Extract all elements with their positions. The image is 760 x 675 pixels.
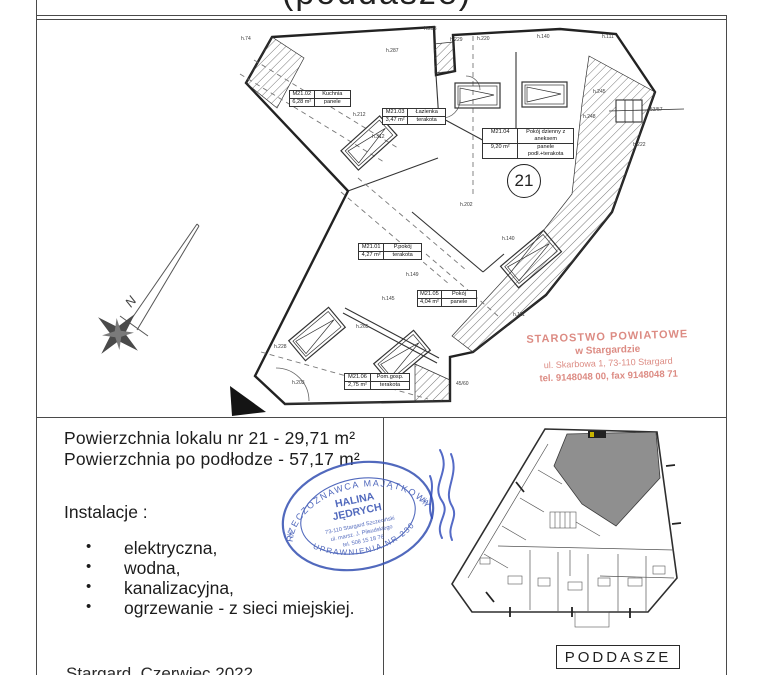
floor-plan-unit-21: N M21.01 P.pokój 4,27 m² terakota M21.02 Ku… (36, 16, 726, 417)
table-border-top-1 (36, 15, 726, 16)
dimension-label: h.248 (583, 114, 596, 120)
page-title: (poddasze) (282, 0, 472, 13)
area-total-line: Powierzchnia lokalu nr 21 - 29,71 m² (64, 428, 356, 448)
table-border-top-2 (36, 19, 726, 20)
dimension-label: h.202 (460, 202, 473, 208)
room-code: M21.04 (483, 129, 519, 143)
room-floor: panele (323, 99, 341, 105)
overview-caption: PODDASZE (564, 648, 672, 666)
room-floor: panele podł.+terakota (527, 144, 564, 157)
floor-plan-drawing: N (98, 25, 685, 416)
room-code: M21.02 (290, 91, 315, 98)
unit-21-highlight (553, 431, 661, 527)
room-label-m21-03: M21.03 Łazienka 3,47 m² terakota (382, 108, 446, 125)
unit-21-tag (588, 431, 606, 438)
wall-section-symbol (608, 99, 685, 123)
dimension-label: h.212 (353, 112, 366, 118)
room-name: Pokój dzienny z aneksem (526, 129, 566, 142)
installation-item: elektryczna, (86, 538, 217, 559)
room-code: M21.06 (345, 374, 372, 381)
overview-furniture (479, 557, 666, 628)
interior-walls (284, 52, 517, 405)
area-floor-line: Powierzchnia po podłodze - 57,17 m² (64, 449, 360, 469)
room-area: 3,47 m² (383, 117, 409, 124)
room-area: 4,27 m² (359, 252, 385, 259)
room-name: Pom.gosp. (376, 374, 404, 380)
installation-item: ogrzewanie - z sieci miejskiej. (86, 598, 355, 619)
hatch-right-band (451, 55, 656, 353)
hatch-chimney-notch (433, 41, 455, 74)
room-code: M21.01 (359, 244, 385, 251)
room-name: Łazienka (415, 109, 438, 115)
room-area: 4,04 m² (418, 299, 442, 306)
stamp-ornament-right: ✳ (420, 496, 430, 509)
entrance-arrow (230, 386, 266, 416)
dimension-label: h.140 (537, 34, 550, 40)
dimension-label: h.220 (477, 36, 490, 42)
overview-interior-walls (467, 443, 675, 612)
dimension-label: h.312 (372, 134, 385, 140)
compass-icon: N (98, 223, 200, 354)
room-name: P.pokój (393, 244, 412, 250)
overview-stairs (549, 511, 577, 529)
window-living-1 (454, 82, 501, 109)
hatch-kitchen-corner (245, 36, 305, 109)
table-divider-horizontal (36, 417, 726, 418)
room-code: M21.03 (383, 109, 409, 116)
installations-header: Instalacje : (64, 502, 148, 522)
room-label-m21-06: M21.06 Pom.gosp. 2,75 m² terakota (344, 373, 410, 390)
room-area: 2,75 m² (345, 382, 372, 389)
room-floor: terakota (392, 252, 413, 258)
dimension-label: h.233 (424, 26, 437, 32)
room-name: Kuchnia (322, 91, 343, 97)
unit-21-tag-dot (590, 432, 594, 437)
overview-ticks (485, 464, 682, 618)
room-floor: panele (450, 299, 468, 305)
room-label-m21-02: M21.02 Kuchnia 6,28 m² panele (289, 90, 351, 107)
room-name: Pokój (451, 291, 466, 297)
room-floor: terakota (379, 382, 401, 388)
dimension-label: h.265 (356, 324, 369, 330)
overview-caption-box: PODDASZE (556, 645, 680, 669)
dimension-label: 53/57 (650, 107, 663, 113)
stamp-ornament-left: ✳ (285, 529, 295, 542)
date-footer: Stargard, Czerwiec 2022 (66, 664, 254, 675)
table-border-right (726, 15, 727, 675)
dimension-label: h.140 (502, 236, 515, 242)
dimension-label: h.111 (602, 34, 614, 40)
dimension-label: h.229 (450, 37, 463, 43)
dimension-label: h.111 (513, 312, 525, 318)
overview-floor-plan (451, 428, 682, 628)
room-label-m21-05: M21.05 Pokój 4,04 m² panele (417, 290, 477, 307)
room-label-m21-04: M21.04 Pokój dzienny z aneksem 9,20 m² pan… (482, 128, 574, 159)
room-code: M21.05 (418, 291, 442, 298)
installation-item: wodna, (86, 558, 180, 579)
window-kitchen (340, 115, 398, 171)
dimension-label: h.287 (386, 48, 399, 54)
window-living-2 (521, 81, 568, 108)
room-label-m21-01: M21.01 P.pokój 4,27 m² terakota (358, 243, 422, 260)
dimension-label: h.222 (633, 142, 646, 148)
installation-item: kanalizacyjna, (86, 578, 234, 599)
room-area: 6,28 m² (290, 99, 315, 106)
room-area: 9,20 m² (483, 144, 519, 158)
signature (429, 449, 456, 541)
dimension-label: h.145 (382, 296, 395, 302)
dimension-label: h.149 (406, 272, 419, 278)
table-border-left (36, 0, 37, 675)
window-room-c (499, 229, 563, 289)
compass-north-label: N (122, 293, 140, 310)
dimension-label: h.245 (593, 89, 606, 95)
dimension-label: 45/60 (456, 381, 469, 387)
starostwo-stamp: STAROSTWO POWIATOWE w Stargardzie ul. Sk… (502, 327, 714, 386)
unit-number-badge: 21 (507, 164, 541, 198)
dimension-label: h.228 (274, 344, 287, 350)
appraiser-stamp: RZECZOZNAWCA MAJĄTKOWY UPRAWNIENIA NR 23… (275, 460, 435, 572)
window-room-a (287, 306, 347, 362)
room-floor: terakota (416, 117, 437, 123)
dimension-label: h.203 (292, 380, 305, 386)
dimension-label: h.74 (241, 36, 251, 42)
